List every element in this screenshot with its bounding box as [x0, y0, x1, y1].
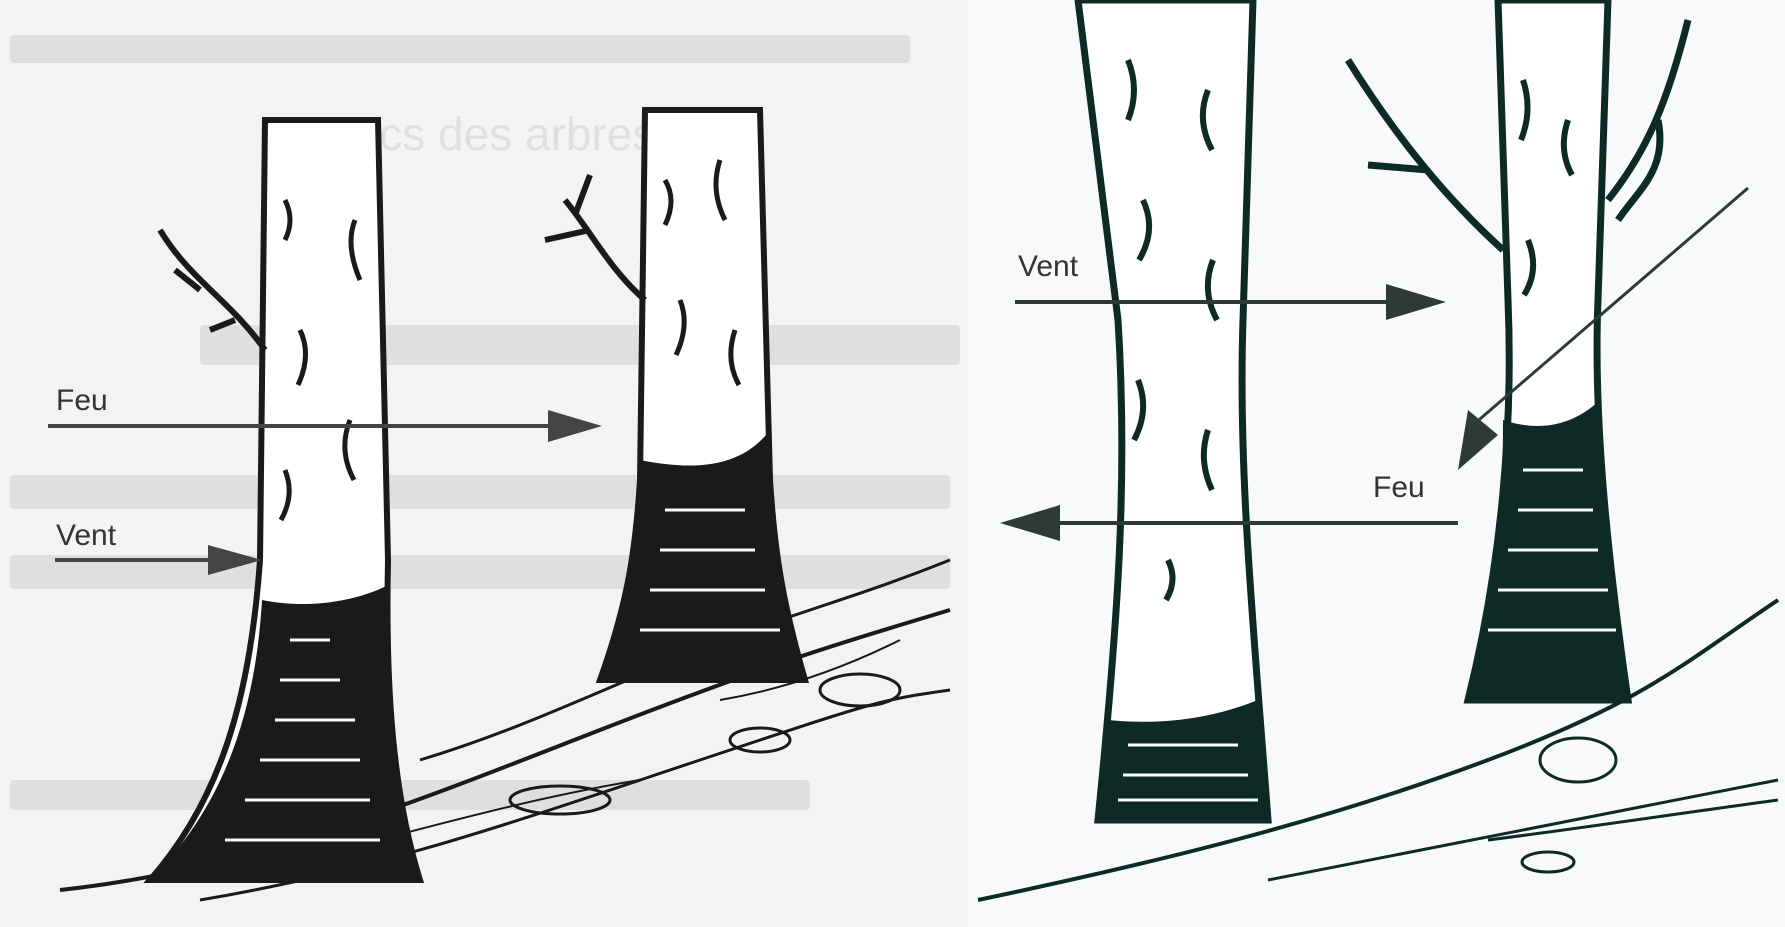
fire-label: Feu	[1373, 471, 1425, 504]
ground-slope	[978, 600, 1778, 900]
wind-label: Vent	[56, 519, 117, 552]
wind-label: Vent	[1018, 250, 1079, 283]
tree-left	[1078, 0, 1268, 820]
bleed-line	[10, 475, 950, 509]
left-illustration-panel: troncs des arbres	[0, 0, 968, 927]
right-illustration-panel: Vent Feu	[968, 0, 1785, 927]
tree-right	[1348, 0, 1688, 700]
bleed-line	[10, 780, 810, 810]
ground-rocks	[1522, 738, 1616, 872]
right-illustration: Vent Feu	[968, 0, 1785, 927]
bleed-line	[10, 35, 910, 63]
fire-label: Feu	[56, 384, 108, 417]
tree-right	[545, 110, 805, 680]
left-illustration: troncs des arbres	[0, 0, 968, 927]
